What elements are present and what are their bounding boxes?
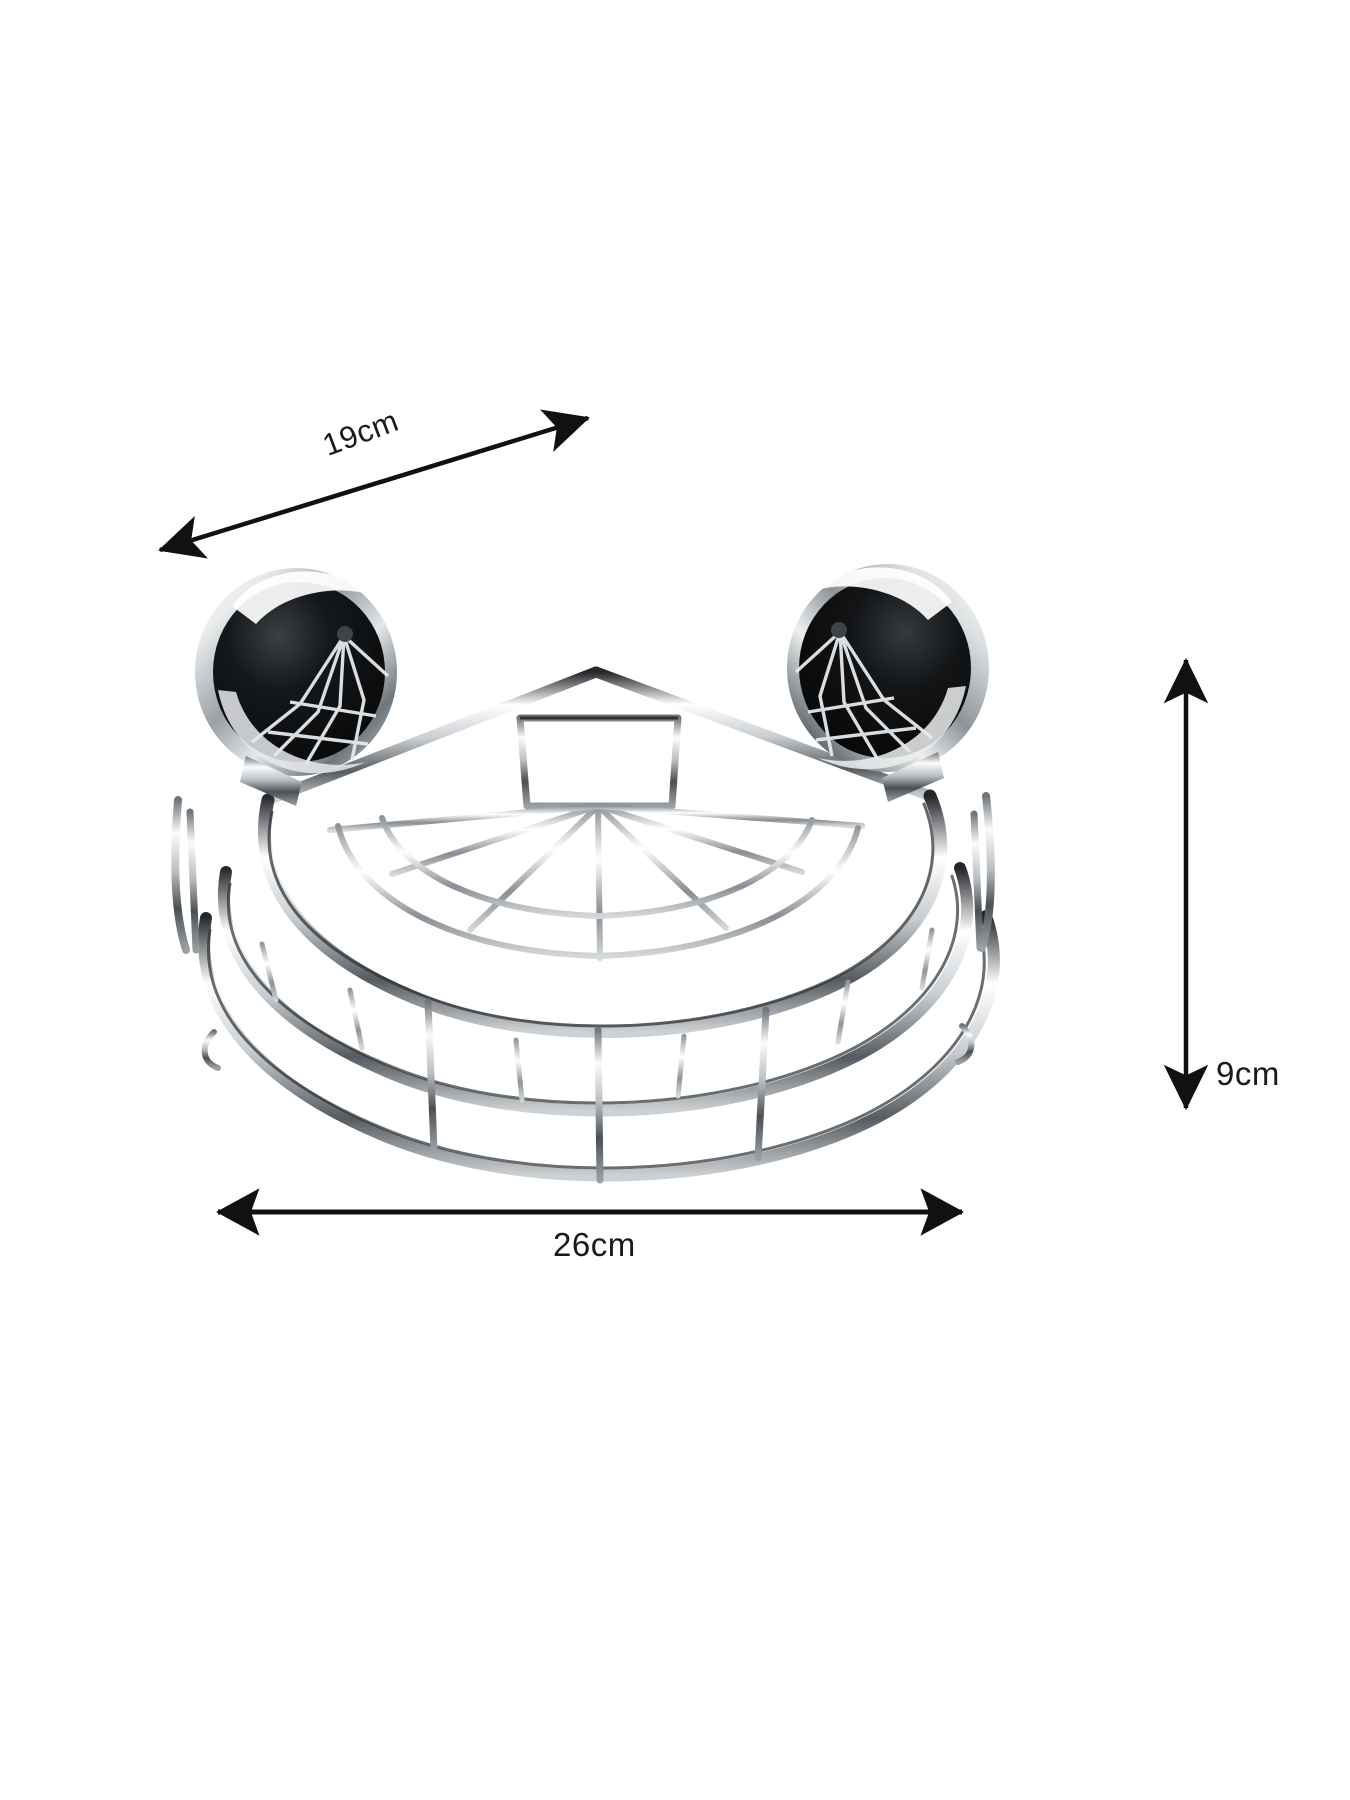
- right-cup-wire-web: [794, 630, 934, 761]
- left-suction-cup: [195, 568, 397, 806]
- corner-back-bracket: [516, 714, 682, 810]
- basket-top-rail: [258, 666, 948, 1038]
- product-illustration: [171, 564, 1000, 1184]
- basket-vertical-struts: [186, 808, 984, 1184]
- basket-cross-wires: [259, 927, 935, 1103]
- dimension-arrow-19cm: [158, 409, 590, 559]
- basket-side-posts: [171, 792, 995, 954]
- dimension-label-26cm: 26cm: [553, 1226, 636, 1263]
- left-cup-wire-web: [250, 634, 390, 765]
- dimension-arrows: [158, 409, 1209, 1236]
- basket-floor-grid: [327, 803, 865, 961]
- right-suction-cup: [787, 564, 989, 802]
- basket-floor-arcs: [335, 815, 861, 960]
- basket-end-hooks: [201, 1023, 975, 1071]
- dimension-label-9cm: 9cm: [1216, 1055, 1280, 1092]
